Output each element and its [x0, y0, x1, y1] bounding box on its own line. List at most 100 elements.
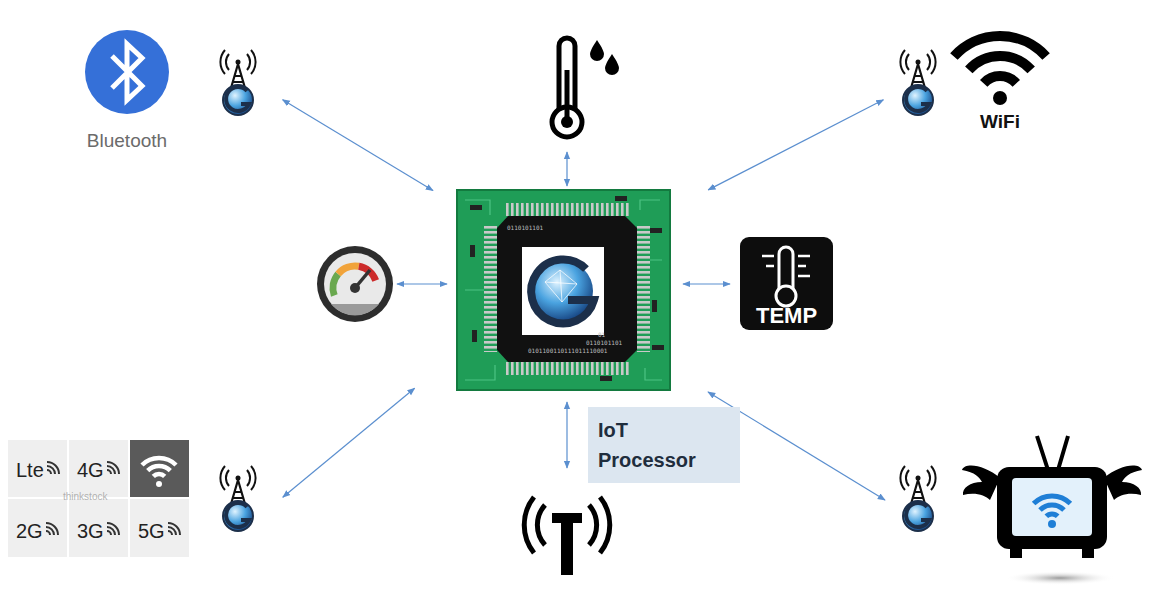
- gauge-icon: [338, 266, 359, 274]
- circuit-board: [470, 245, 475, 257]
- bluetooth-node: Bluetooth: [78, 28, 268, 158]
- watermark: thinkstock: [63, 491, 107, 502]
- circuit-board: [470, 205, 482, 210]
- cellular-tiles-art: [168, 523, 180, 535]
- gauge-icon: [331, 304, 379, 315]
- flying-tv-icon: [1012, 478, 1092, 536]
- temp-badge-art: [779, 247, 793, 290]
- flying-tv-icon: [1005, 571, 1115, 585]
- cellular-tiles-art: [47, 462, 59, 474]
- antenna-globe: [900, 466, 935, 531]
- circuit-board: [470, 196, 664, 381]
- cellular-tiles-art: [142, 458, 176, 476]
- cellular-tiles-art: [8, 440, 67, 497]
- node-label: Bluetooth: [67, 130, 187, 152]
- circuit-board: [637, 224, 650, 352]
- thermometer-icon: [565, 70, 570, 118]
- badge-text: TEMP: [740, 303, 833, 329]
- network-tile-text: 4G: [77, 458, 104, 482]
- temp-badge: TEMP: [740, 237, 833, 330]
- antenna-globe: [220, 50, 255, 115]
- link-arrow: [397, 283, 447, 284]
- circuit-board: [600, 376, 612, 381]
- binary-text: 0110101101: [586, 339, 622, 346]
- flying-tv-icon: [1082, 548, 1094, 558]
- link-arrow: [566, 152, 567, 186]
- gauge-icon: [333, 274, 338, 296]
- wifi-icon: [993, 91, 1007, 105]
- bluetooth-icon: [112, 44, 142, 100]
- flying-tv-icon: [1048, 520, 1056, 528]
- cellular-tiles-art: [46, 523, 58, 535]
- circuit-board: [465, 200, 662, 380]
- connector-arrow: [708, 100, 883, 190]
- flying-tv-icon: [1010, 548, 1022, 558]
- temp-badge-art: [740, 237, 833, 330]
- transmitter-icon: [524, 497, 610, 553]
- gauge-icon: [350, 283, 360, 293]
- caption-box: IoT Processor: [588, 407, 740, 483]
- network-tile-text: 2G: [16, 519, 43, 543]
- flying-tv-icon: [1034, 496, 1071, 516]
- gauge-icon: [317, 246, 393, 322]
- circuit-board: [472, 330, 477, 342]
- circuit-board: [522, 247, 604, 335]
- cellular-tiles-art: [107, 523, 119, 535]
- binary-text: 01: [598, 331, 605, 338]
- cellular-tiles-art: [107, 462, 119, 474]
- transmitter-icon: [561, 513, 573, 575]
- flying-tv-icon: [1037, 436, 1068, 470]
- bluetooth-icon: [85, 30, 169, 114]
- cellular-tiles-art: [8, 499, 67, 557]
- gauge-icon: [317, 246, 393, 322]
- link-arrow: [397, 152, 885, 500]
- binary-text: 0101100110111011110001: [528, 347, 607, 354]
- circuit-board: [652, 300, 657, 312]
- cellular-tiles: Lte 4G 2G 3G 5G: [8, 438, 262, 560]
- antenna-globe: [220, 466, 255, 531]
- cellular-tiles-art: [130, 440, 189, 497]
- thermometer-icon: [590, 40, 604, 61]
- circuit-board: [497, 216, 637, 362]
- circuit-board: [505, 203, 629, 216]
- circuit-board: [650, 228, 662, 233]
- binary-text: 0110101101: [507, 224, 543, 231]
- bluetooth-icon: [85, 30, 169, 114]
- caption-text: IoT Processor: [598, 415, 718, 475]
- circuit-board: [652, 345, 664, 350]
- thermometer-icon: [561, 116, 573, 128]
- cellular-tiles-art: [69, 499, 128, 557]
- connector-arrow: [283, 388, 415, 497]
- cellular-tiles-art: [156, 481, 162, 487]
- flying-tv-icon: [962, 436, 1142, 585]
- circuit-board: [457, 190, 670, 390]
- temp-badge-art: [740, 237, 833, 330]
- connector-arrow: [683, 283, 730, 284]
- network-tile-text: 5G: [138, 519, 165, 543]
- network-tile-text: Lte: [16, 458, 44, 482]
- iot-chip: 0110101101010110101101010110011011101111…: [457, 190, 670, 390]
- circuit-board: [505, 362, 629, 375]
- cellular-tiles-art: [8, 440, 189, 557]
- flying-tv-icon: [997, 467, 1107, 549]
- gauge-icon: [324, 253, 386, 315]
- network-tile-text: 3G: [77, 519, 104, 543]
- thermometer-icon: [552, 38, 619, 137]
- node-label: WiFi: [950, 111, 1050, 133]
- cellular-tiles-art: [69, 440, 128, 497]
- temp-badge-art: [762, 256, 810, 276]
- flying-tv-icon: [1104, 466, 1142, 500]
- connector-arrow: [283, 100, 433, 191]
- wifi-icon: [954, 36, 1046, 105]
- cellular-tiles-art: [130, 499, 189, 557]
- circuit-board: [457, 190, 670, 390]
- transmitter-icon: [524, 497, 610, 575]
- circuit-board: [615, 196, 627, 201]
- circuit-board: [484, 224, 497, 352]
- wifi-icon: [954, 36, 1046, 83]
- link-arrow: [566, 402, 567, 468]
